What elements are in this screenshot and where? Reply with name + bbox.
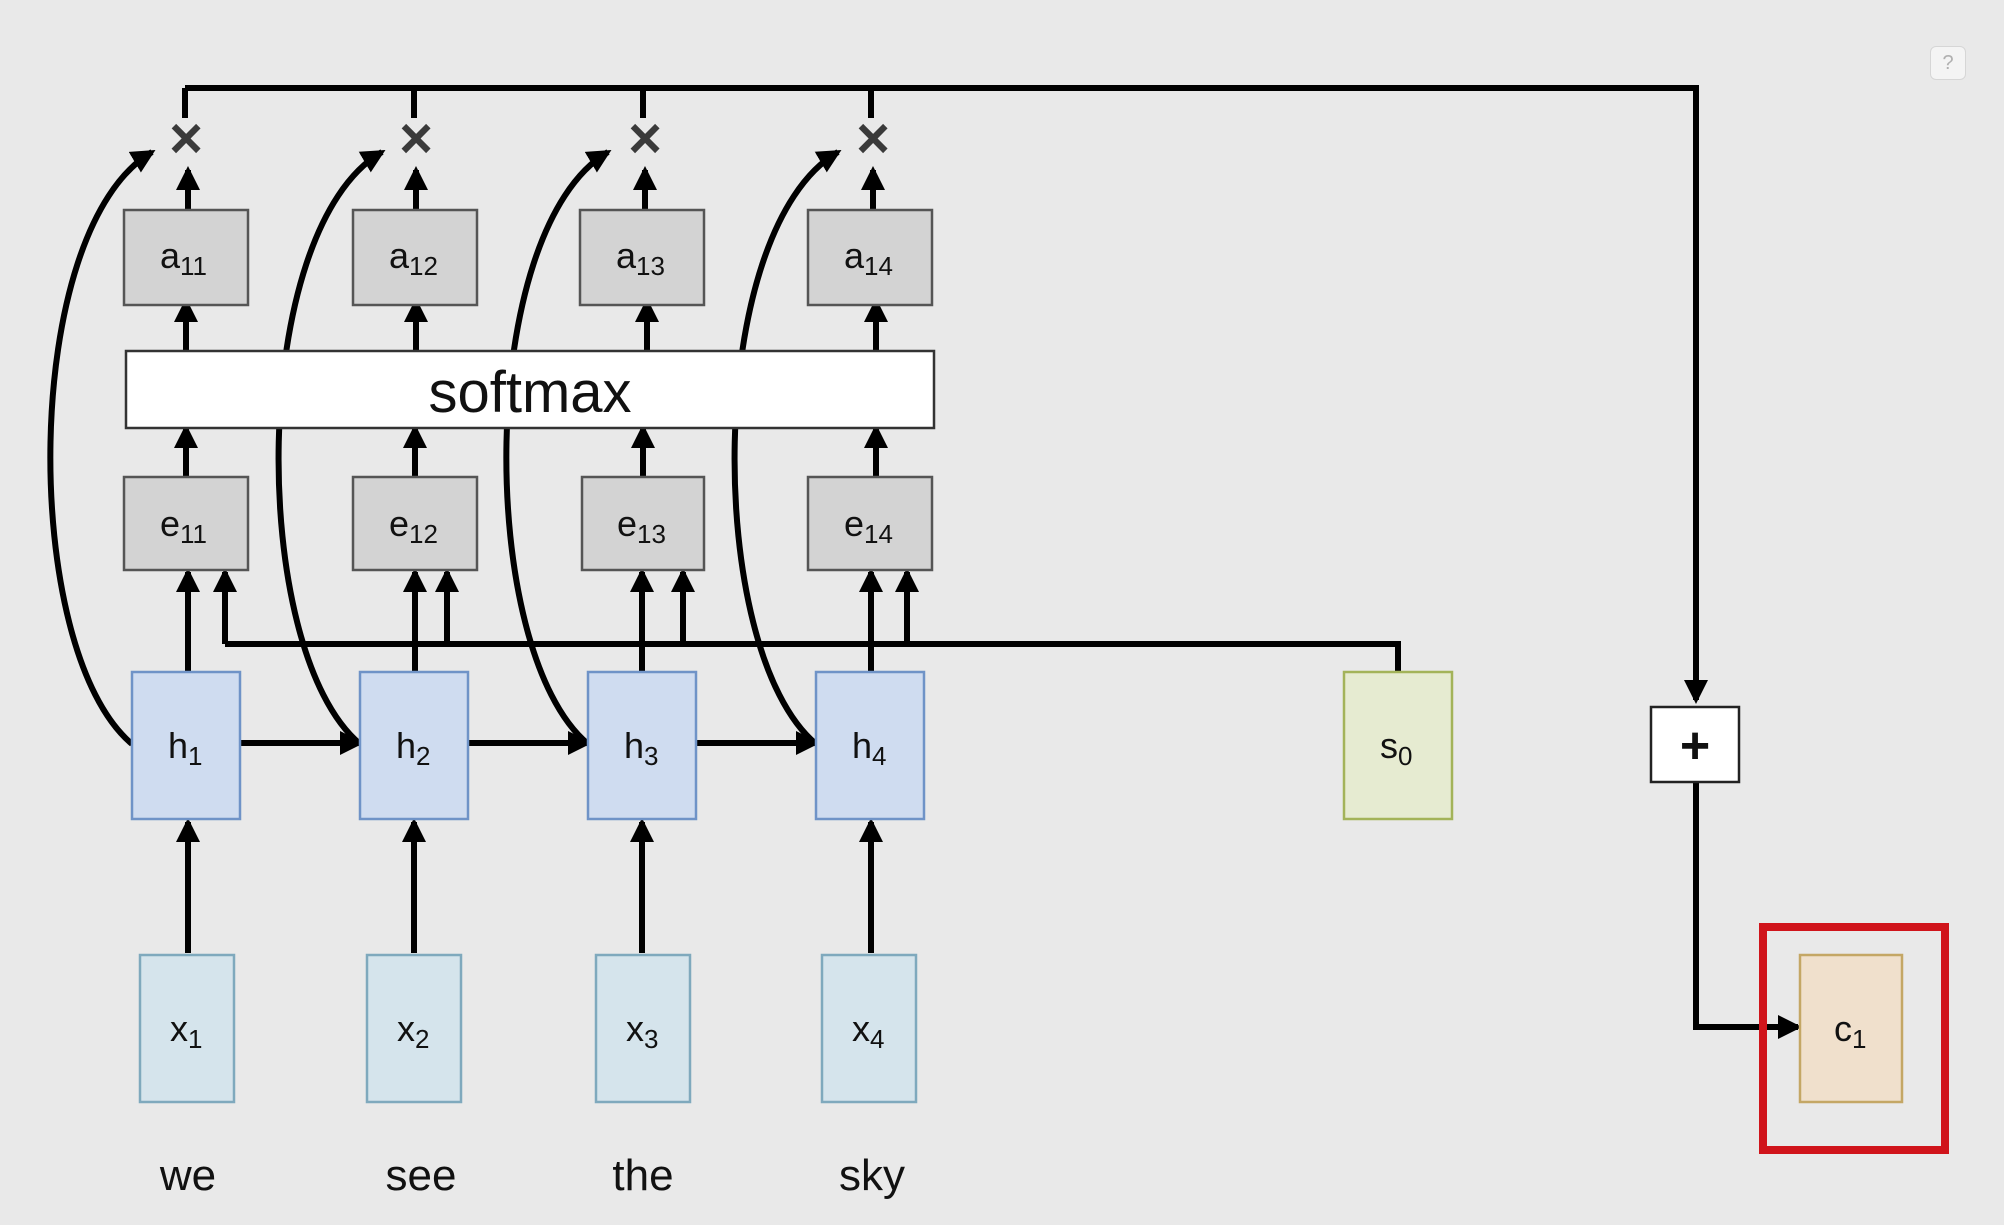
svg-text:h1: h1 xyxy=(168,725,203,771)
help-button[interactable]: ? xyxy=(1930,46,1966,80)
svg-text:a11: a11 xyxy=(160,235,207,281)
svg-text:a14: a14 xyxy=(844,235,893,281)
svg-text:s0: s0 xyxy=(1380,725,1412,771)
word-label: we xyxy=(159,1151,216,1200)
node-h3: h3 xyxy=(586,670,698,821)
node-a11: a11 xyxy=(122,208,250,307)
node-e12: e12 xyxy=(351,475,479,572)
node-x2: x2 xyxy=(365,953,463,1104)
multiply-nodes: × × × × xyxy=(169,106,890,171)
node-e11: e11 xyxy=(122,475,250,572)
word-label: the xyxy=(612,1151,673,1200)
word-label: sky xyxy=(839,1151,905,1200)
svg-text:e14: e14 xyxy=(844,503,893,549)
svg-text:e11: e11 xyxy=(160,503,207,549)
node-x4: x4 xyxy=(820,953,918,1104)
node-e14: e14 xyxy=(806,475,934,572)
context-highlight xyxy=(1759,923,1949,1154)
svg-text:x1: x1 xyxy=(170,1008,202,1054)
node-x1: x1 xyxy=(138,953,236,1104)
node-a12: a12 xyxy=(351,208,479,307)
svg-text:a12: a12 xyxy=(389,235,438,281)
node-h1: h1 xyxy=(130,670,242,821)
input-row: x1 x2 x3 x4 xyxy=(138,953,918,1104)
softmax-label: softmax xyxy=(428,360,631,425)
node-s0: s0 xyxy=(1342,670,1454,821)
svg-text:h2: h2 xyxy=(396,725,431,771)
node-h4: h4 xyxy=(814,670,926,821)
multiply-icon: × xyxy=(856,106,890,171)
multiply-icon: × xyxy=(169,106,203,171)
connections xyxy=(47,85,1802,1039)
svg-text:h3: h3 xyxy=(624,725,659,771)
svg-text:e13: e13 xyxy=(617,503,666,549)
plus-to-context-line xyxy=(1693,782,1802,1039)
plus-icon: + xyxy=(1680,717,1710,775)
multiply-icon: × xyxy=(399,106,433,171)
node-a13: a13 xyxy=(578,208,706,307)
attention-row: a11 a12 a13 a14 xyxy=(122,208,934,307)
energy-row: e11 e12 e13 e14 xyxy=(122,475,934,572)
word-row: we see the sky xyxy=(159,1151,905,1200)
curve-h3-mult xyxy=(503,149,612,747)
softmax-layer: softmax xyxy=(124,349,936,430)
node-e13: e13 xyxy=(580,475,706,572)
node-h2: h2 xyxy=(358,670,470,821)
curve-h1-mult xyxy=(47,149,156,747)
top-bus-line xyxy=(185,85,1708,704)
plus-node: + xyxy=(1649,705,1741,784)
word-label: see xyxy=(386,1151,457,1200)
node-c1: c1 xyxy=(1798,953,1904,1104)
hidden-row: h1 h2 h3 h4 xyxy=(130,670,926,821)
svg-text:x3: x3 xyxy=(626,1008,658,1054)
multiply-icon: × xyxy=(628,106,662,171)
curve-h2-mult xyxy=(275,149,386,747)
node-x3: x3 xyxy=(594,953,692,1104)
curve-h4-mult xyxy=(731,149,842,747)
s0-bus-line xyxy=(225,641,1401,672)
svg-text:e12: e12 xyxy=(389,503,438,549)
svg-text:a13: a13 xyxy=(616,235,665,281)
svg-text:h4: h4 xyxy=(852,725,887,771)
svg-text:x2: x2 xyxy=(397,1008,429,1054)
svg-text:c1: c1 xyxy=(1834,1008,1866,1054)
svg-text:x4: x4 xyxy=(852,1008,884,1054)
node-a14: a14 xyxy=(806,208,934,307)
